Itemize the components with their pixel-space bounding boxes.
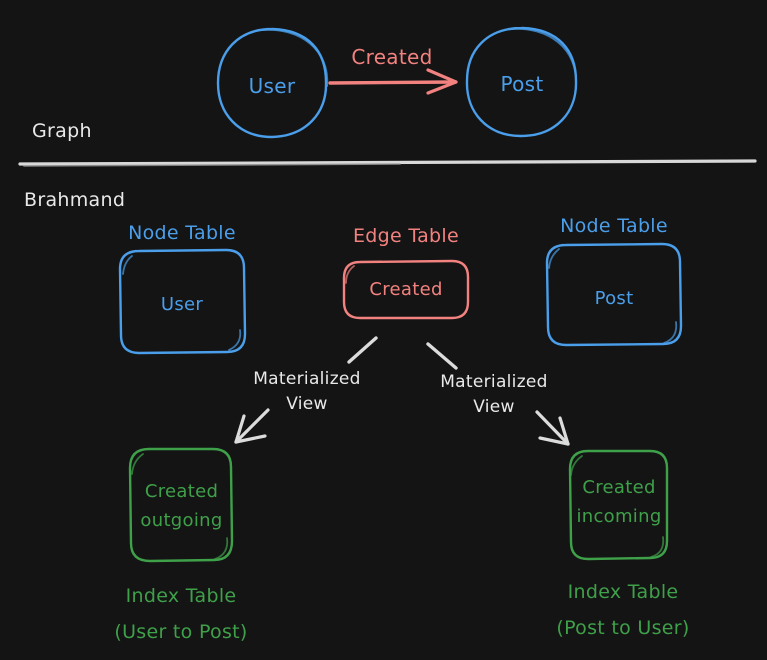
node-table-post-caption: Node Table	[560, 215, 668, 237]
index-table-right-caption-line1: Index Table	[567, 581, 679, 603]
graph-node-user-circle	[216, 27, 329, 139]
graph-node-post-circle	[465, 26, 578, 138]
edge-table-created-box	[342, 259, 470, 320]
node-table-user-caption: Node Table	[128, 222, 236, 244]
edge-table-caption: Edge Table	[353, 225, 459, 247]
index-table-right-box-line1: Created	[582, 477, 656, 498]
index-table-right-box	[568, 449, 669, 561]
index-table-right-caption-line2: (Post to User)	[556, 617, 690, 639]
index-table-left-box-line1: Created	[144, 481, 219, 502]
index-table-left-box	[128, 447, 234, 563]
index-table-left-caption-line1: Index Table	[125, 585, 237, 607]
materialized-view-left-line1: Materialized	[253, 369, 361, 389]
index-table-left-caption-line2: (User to Post)	[114, 621, 248, 643]
graph-section-label: Graph	[32, 120, 92, 142]
index-table-right-box-line2: incoming	[576, 506, 662, 527]
node-table-user-box	[118, 248, 247, 355]
section-divider	[18, 159, 757, 167]
materialized-view-right-line2: View	[473, 397, 515, 417]
graph-edge-arrow	[328, 68, 458, 95]
graph-node-post-label: Post	[500, 72, 544, 96]
graph-edge-label: Created	[351, 45, 433, 69]
brahmand-section-label: Brahmand	[24, 189, 126, 211]
index-table-left-box-line2: outgoing	[140, 510, 223, 531]
materialized-view-left-connector	[234, 336, 378, 444]
node-table-user-label: User	[160, 294, 204, 315]
node-table-post-label: Post	[594, 288, 634, 309]
edge-table-label: Created	[369, 279, 443, 300]
graph-node-user-label: User	[248, 74, 296, 98]
materialized-view-right-connector	[426, 342, 570, 446]
materialized-view-left-line2: View	[286, 394, 328, 414]
materialized-view-right-line1: Materialized	[440, 372, 548, 392]
node-table-post-box	[545, 242, 683, 347]
